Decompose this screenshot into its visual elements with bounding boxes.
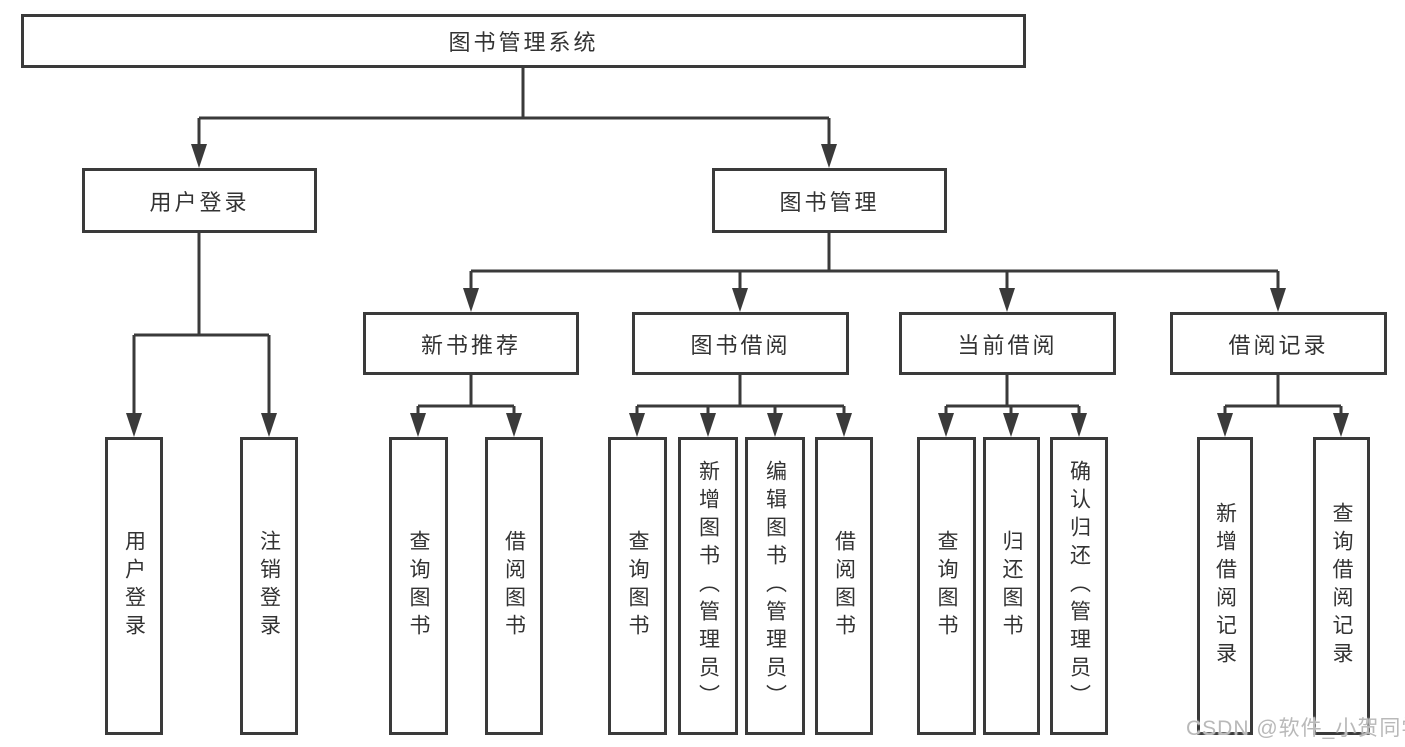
leaf-borrow-books-borrowing-label: 借阅图书: [832, 530, 856, 642]
leaf-return-book-label: 归还图书: [1000, 530, 1023, 642]
arrow-down-icon: [1003, 413, 1019, 437]
arrow-down-icon: [261, 413, 277, 437]
leaf-query-books-current-label: 查询图书: [935, 530, 958, 642]
leaf-logout: 注销登录: [240, 437, 298, 735]
leaf-user-login: 用户登录: [105, 437, 163, 735]
arrow-down-icon: [1270, 288, 1286, 312]
leaf-query-borrow-record-label: 查询借阅记录: [1330, 502, 1353, 670]
arrow-down-icon: [191, 144, 207, 168]
node-book-management: 图书管理: [712, 168, 947, 233]
node-new-book-recommend: 新书推荐: [363, 312, 579, 375]
leaf-edit-book-admin: 编辑图书（管理员）: [745, 437, 805, 735]
leaf-user-login-label: 用户登录: [122, 530, 146, 642]
arrow-down-icon: [410, 413, 426, 437]
node-user-login-label: 用户登录: [149, 189, 250, 215]
watermark: CSDN @软件_小贺同学: [1186, 717, 1405, 740]
node-borrowing-records: 借阅记录: [1170, 312, 1387, 375]
arrow-down-icon: [629, 413, 645, 437]
leaf-add-book-admin-label: 新增图书（管理员）: [696, 460, 720, 712]
leaf-borrow-books-recommend-label: 借阅图书: [502, 530, 526, 642]
node-current-borrowing: 当前借阅: [899, 312, 1116, 375]
arrow-down-icon: [700, 413, 716, 437]
arrow-down-icon: [1217, 413, 1233, 437]
leaf-return-book: 归还图书: [983, 437, 1040, 735]
node-book-management-label: 图书管理: [779, 189, 880, 215]
leaf-edit-book-admin-label: 编辑图书（管理员）: [763, 460, 787, 712]
node-current-borrowing-label: 当前借阅: [957, 332, 1058, 358]
leaf-borrow-books-borrowing: 借阅图书: [815, 437, 873, 735]
node-book-borrowing-label: 图书借阅: [690, 332, 791, 358]
arrow-down-icon: [463, 288, 479, 312]
arrow-down-icon: [836, 413, 852, 437]
leaf-query-books-recommend: 查询图书: [389, 437, 448, 735]
arrow-down-icon: [732, 288, 748, 312]
arrow-down-icon: [1071, 413, 1087, 437]
leaf-add-borrow-record-label: 新增借阅记录: [1213, 502, 1237, 670]
node-borrowing-records-label: 借阅记录: [1228, 332, 1329, 358]
leaf-add-book-admin: 新增图书（管理员）: [678, 437, 738, 735]
leaf-query-books-current: 查询图书: [917, 437, 976, 735]
arrow-down-icon: [938, 413, 954, 437]
node-user-login: 用户登录: [82, 168, 317, 233]
arrow-down-icon: [821, 144, 837, 168]
arrow-down-icon: [1333, 413, 1349, 437]
leaf-borrow-books-recommend: 借阅图书: [485, 437, 543, 735]
leaf-query-books-borrowing: 查询图书: [608, 437, 667, 735]
arrow-down-icon: [999, 288, 1015, 312]
node-book-borrowing: 图书借阅: [632, 312, 849, 375]
leaf-confirm-return-admin-label: 确认归还（管理员）: [1067, 460, 1091, 712]
leaf-logout-label: 注销登录: [257, 530, 281, 642]
arrow-down-icon: [767, 413, 783, 437]
node-root: 图书管理系统: [21, 14, 1026, 68]
leaf-query-borrow-record: 查询借阅记录: [1313, 437, 1370, 735]
leaf-add-borrow-record: 新增借阅记录: [1197, 437, 1253, 735]
leaf-query-books-recommend-label: 查询图书: [407, 530, 430, 642]
node-root-label: 图书管理系统: [448, 30, 599, 55]
arrow-down-icon: [126, 413, 142, 437]
node-new-book-recommend-label: 新书推荐: [420, 332, 521, 358]
leaf-confirm-return-admin: 确认归还（管理员）: [1050, 437, 1108, 735]
arrow-down-icon: [506, 413, 522, 437]
leaf-query-books-borrowing-label: 查询图书: [626, 530, 649, 642]
